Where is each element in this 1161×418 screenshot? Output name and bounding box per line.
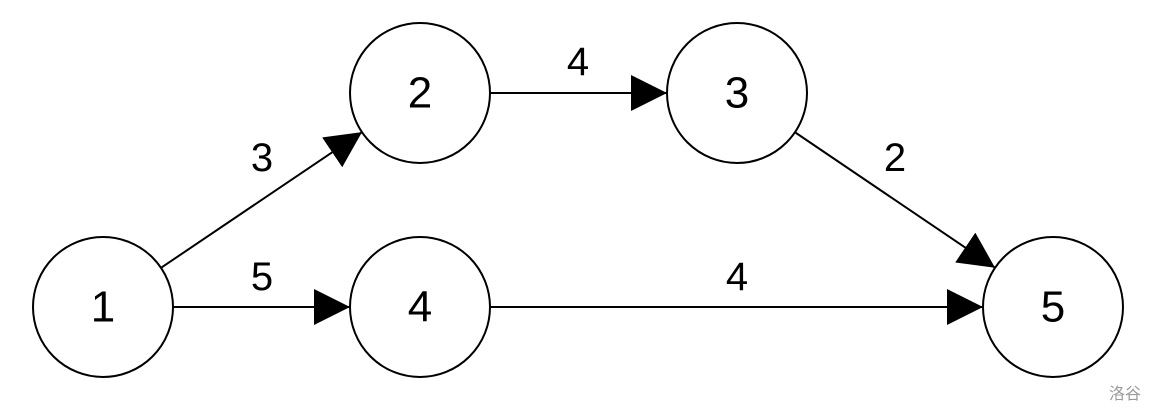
edge-weight-2-3: 4 xyxy=(567,40,589,84)
edge-1-2 xyxy=(160,131,363,269)
edge-weight-1-4: 5 xyxy=(251,255,273,299)
node-label-5: 5 xyxy=(1041,283,1065,332)
node-label-4: 4 xyxy=(408,283,432,332)
edge-weight-4-5: 4 xyxy=(726,255,748,299)
watermark-text: 洛谷 xyxy=(1108,384,1141,403)
node-circle-4 xyxy=(349,236,491,378)
edge-weight-1-2: 3 xyxy=(251,136,273,180)
node-1: 1 xyxy=(32,236,174,378)
node-circle-1 xyxy=(32,236,174,378)
nodes: 1 2 3 4 5 xyxy=(32,22,1124,378)
node-label-1: 1 xyxy=(91,283,115,332)
node-2: 2 xyxy=(349,22,491,164)
node-circle-2 xyxy=(349,22,491,164)
node-label-2: 2 xyxy=(408,69,432,118)
node-5: 5 xyxy=(982,236,1124,378)
node-4: 4 xyxy=(349,236,491,378)
node-3: 3 xyxy=(666,22,808,164)
edge-3-5 xyxy=(794,131,996,269)
node-circle-3 xyxy=(666,22,808,164)
edge-weight-3-5: 2 xyxy=(884,136,906,180)
node-circle-5 xyxy=(982,236,1124,378)
edges: 3 5 4 2 4 xyxy=(160,40,996,325)
node-label-3: 3 xyxy=(725,69,749,118)
